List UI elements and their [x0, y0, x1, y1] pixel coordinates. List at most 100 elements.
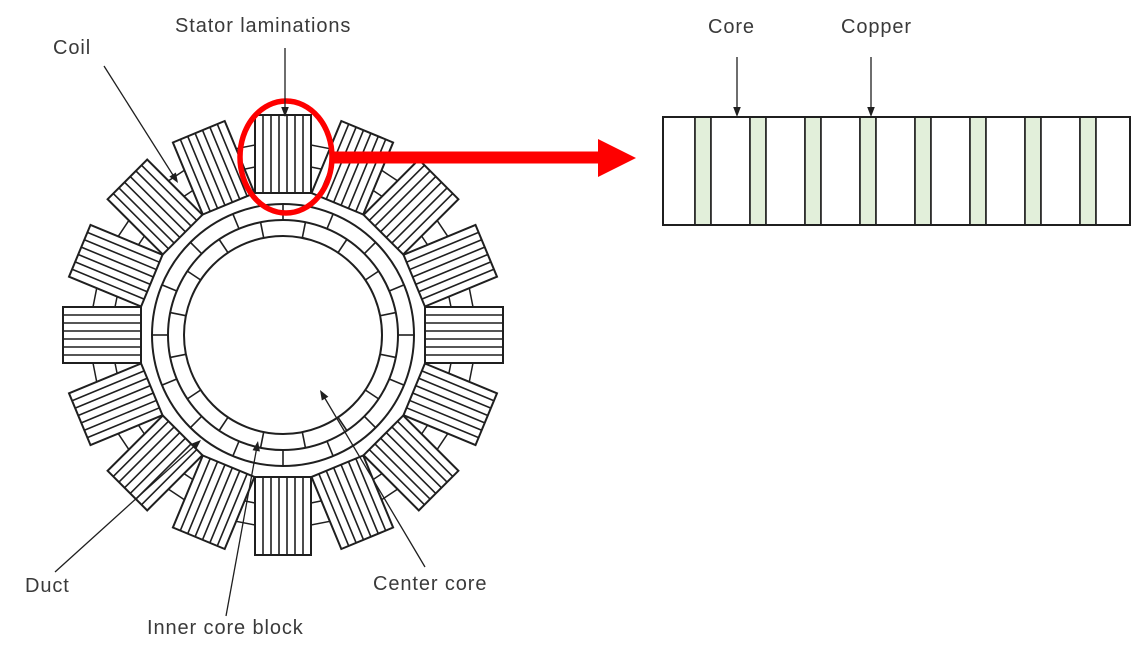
block-outline	[171, 454, 256, 551]
detail-copper-segment	[804, 116, 822, 226]
coil-block	[67, 362, 164, 447]
inner-core-block-divider	[218, 416, 229, 432]
lamination-line	[396, 420, 454, 477]
coil-block	[106, 414, 204, 512]
lamination-line	[124, 181, 181, 238]
lamination-line	[347, 461, 380, 534]
coil-block	[62, 306, 142, 364]
lamination-line	[112, 420, 170, 477]
lamination-line	[340, 464, 372, 538]
inner-core-block-divider	[259, 222, 265, 239]
detail-core-segment	[985, 116, 1026, 226]
lamination-line	[391, 187, 448, 244]
lamination-line	[186, 136, 219, 209]
label-inner-core-block: Inner core block	[147, 617, 304, 639]
leader-arrowhead	[733, 107, 741, 117]
lamination-line	[74, 377, 148, 409]
outer-ring-segment-divider	[326, 213, 334, 230]
detail-core-segment	[662, 116, 696, 226]
block-outline	[402, 362, 499, 447]
label-center-core: Center core	[373, 573, 487, 595]
label-coil: Coil	[53, 37, 91, 59]
lamination-line	[87, 231, 160, 263]
leader-arrowhead	[191, 440, 201, 450]
stator-laminations-block	[254, 114, 312, 194]
inner-core-block-divider	[301, 431, 307, 448]
lamination-line	[409, 238, 482, 271]
leader-line	[323, 396, 426, 568]
outer-ring-segment-divider	[232, 440, 240, 457]
lamination-line	[118, 187, 175, 244]
inner-core-block-divider	[218, 238, 229, 254]
lamination-line	[374, 170, 431, 227]
detail-core-segment	[765, 116, 806, 226]
lamination-line	[355, 139, 387, 212]
lamination-line	[318, 473, 350, 547]
lamination-line	[179, 458, 211, 531]
lamination-line	[385, 181, 442, 238]
label-duct: Duct	[25, 575, 70, 597]
lamination-line	[418, 261, 492, 293]
lamination-line	[80, 246, 154, 278]
diagram-labels: Coil Stator laminations Duct Inner core …	[25, 15, 911, 639]
outer-ring-segment-divider	[363, 415, 377, 429]
lamination-line	[368, 164, 425, 222]
inner-core-block-arrow	[225, 441, 260, 617]
copper-arrow	[867, 57, 875, 117]
detail-core-segment	[930, 116, 971, 226]
block-outline	[254, 114, 312, 194]
lamination-line	[412, 392, 486, 424]
lamination-line	[385, 432, 442, 489]
coil-block	[402, 223, 499, 308]
coil-block	[254, 476, 312, 556]
center-core-arrow	[320, 390, 426, 568]
lamination-line	[209, 126, 241, 200]
outer-ring-segment-divider	[189, 241, 203, 255]
leader-line	[103, 65, 175, 177]
lamination-line	[396, 193, 454, 250]
coil-block	[362, 158, 460, 256]
stator-laminations-arrow	[281, 48, 289, 117]
detail-copper-segment	[694, 116, 712, 226]
outer-ring-segment-divider	[363, 241, 377, 255]
lamination-line	[421, 370, 495, 402]
lamination-line	[124, 432, 181, 489]
inner-core-block-divider	[364, 389, 380, 400]
lamination-line	[71, 370, 145, 402]
lamination-line	[380, 176, 437, 233]
lamination-line	[186, 461, 219, 534]
lamination-line	[194, 132, 226, 206]
coil-block	[362, 414, 460, 512]
lamination-line	[201, 467, 234, 541]
inner-core-block-divider	[337, 416, 348, 432]
lamination-line	[112, 193, 170, 250]
block-outline	[62, 306, 142, 364]
lamination-line	[216, 123, 248, 197]
inner-core-block-divider	[186, 389, 202, 400]
coil-block	[67, 223, 164, 308]
outer-ring-segment-divider	[232, 213, 240, 230]
detail-core-segment	[1040, 116, 1081, 226]
block-outline	[67, 223, 164, 308]
block-outline	[67, 362, 164, 447]
lamination-line	[406, 407, 479, 439]
lamination-line	[179, 139, 211, 212]
leader-arrowhead	[320, 390, 329, 401]
lamination-line	[418, 377, 492, 409]
inner-core-block-divider	[186, 270, 202, 281]
block-outline	[254, 476, 312, 556]
detail-copper-segment	[969, 116, 987, 226]
lamination-line	[325, 470, 357, 544]
lamination-line	[129, 437, 186, 494]
lamination-line	[201, 129, 234, 203]
detail-strip-border	[662, 116, 1131, 226]
lamination-line	[84, 399, 157, 432]
lamination-line	[409, 399, 482, 432]
outer-ring-segment-divider	[388, 284, 405, 292]
outer-ring-segment-divider	[161, 378, 178, 386]
lamination-line	[368, 448, 425, 506]
lamination-line	[340, 132, 372, 206]
lamination-line	[415, 253, 489, 286]
block-outline	[362, 158, 460, 256]
lamination-line	[77, 384, 151, 417]
